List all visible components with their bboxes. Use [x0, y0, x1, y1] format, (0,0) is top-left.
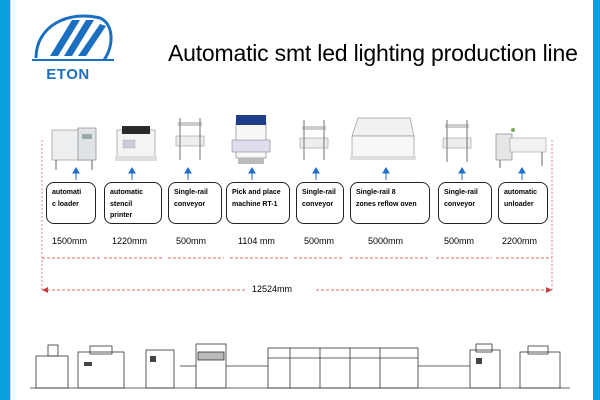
eton-logo [32, 14, 114, 61]
arrow-head-icon [128, 167, 136, 174]
length-conveyor-3: 500mm [444, 236, 475, 246]
left-frame-bar [0, 0, 10, 400]
loader-machine-image [51, 127, 97, 170]
machine-label-line: conveyor [174, 200, 206, 208]
machine-label-line: stencil printer [110, 200, 133, 220]
pointer-arrows [72, 167, 526, 180]
machine-label-line: Single-rail [302, 189, 336, 196]
machine-label-loader: automati c loader [46, 182, 96, 224]
machine-label-line: machine RT-1 [232, 200, 278, 208]
machine-label-line: unloader [504, 200, 534, 208]
machine-label-line: zones reflow oven [356, 200, 417, 208]
machine-label-line: automati [52, 189, 82, 196]
machine-label-line: automatic [110, 189, 144, 196]
arrow-head-icon [248, 167, 256, 174]
logo-text: ETON [46, 66, 90, 83]
length-reflow-oven: 5000mm [368, 236, 404, 246]
machine-label-reflow-oven: Single-rail 8 zones reflow oven [350, 182, 430, 224]
right-frame-bar [593, 0, 600, 400]
unloader-image [495, 128, 547, 168]
machine-label-conveyor-3: Single-rail conveyor [438, 182, 492, 224]
machine-label-line: Single-rail 8 [356, 189, 396, 196]
machine-label-printer: automatic stencil printer [104, 182, 162, 224]
arrow-head-icon [312, 167, 320, 174]
arrow-head-icon [518, 167, 526, 174]
reflow-oven-image [350, 117, 416, 160]
arrow-head-icon [458, 167, 466, 174]
arrow-head-icon [72, 167, 80, 174]
pick-and-place-image [231, 115, 271, 164]
machine-label-unloader: automatic unloader [498, 182, 548, 224]
machine-label-conveyor-2: Single-rail conveyor [296, 182, 344, 224]
machine-label-line: Pick and place [232, 189, 281, 196]
total-length: 12524mm [252, 284, 293, 294]
line-elevation-drawing [30, 343, 570, 389]
length-unloader: 2200mm [502, 236, 538, 246]
length-pick-place: 1104 mm [238, 236, 275, 246]
conveyor-image-1 [175, 118, 205, 160]
conveyor-image-2 [299, 120, 329, 160]
machine-label-line: Single-rail [174, 189, 208, 196]
inner-frame [10, 0, 593, 400]
dimension-ticks [41, 140, 553, 292]
machine-label-pick-place: Pick and place machine RT-1 [226, 182, 290, 224]
length-conveyor-2: 500mm [304, 236, 335, 246]
machine-label-line: Single-rail [444, 189, 478, 196]
dimension-lines [42, 257, 552, 291]
length-loader: 1500mm [52, 236, 88, 246]
arrow-head-icon [184, 167, 192, 174]
arrow-head-icon [382, 167, 390, 174]
machine-label-line: automatic [504, 189, 538, 196]
machine-label-line: conveyor [444, 200, 476, 208]
length-printer: 1220mm [112, 236, 148, 246]
machine-label-conveyor-1: Single-rail conveyor [168, 182, 222, 224]
machine-label-line: c loader [52, 200, 79, 208]
length-conveyor-1: 500mm [176, 236, 207, 246]
conveyor-image-3 [442, 120, 472, 162]
page-title: Automatic smt led lighting production li… [168, 40, 578, 66]
stencil-printer-image [115, 126, 157, 161]
dimension-arrowheads [42, 287, 552, 293]
machine-label-line: conveyor [302, 200, 334, 208]
